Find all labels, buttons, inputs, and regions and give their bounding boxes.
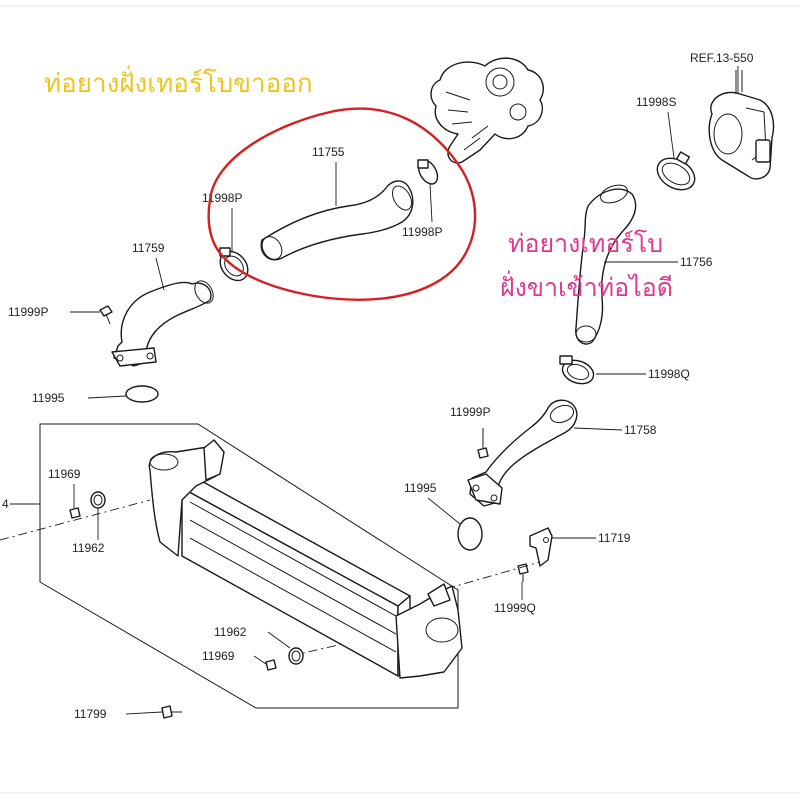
label-11969-top: 11969: [48, 467, 81, 481]
label-11756: 11756: [680, 255, 713, 269]
inlet-hose-note-line2: ฝั่งขาเข้าท่อไอดี: [500, 270, 673, 302]
label-11998q: 11998Q: [648, 367, 690, 381]
intercooler-assembly-box: [39, 423, 459, 709]
turbocharger: [430, 57, 544, 164]
bushing-11962-bottom: [288, 647, 304, 665]
bolt-11969-top: [69, 507, 81, 519]
gasket-11995-left: [125, 385, 159, 403]
label-11969-bottom: 11969: [202, 649, 235, 663]
label-11719: 11719: [598, 531, 631, 545]
label-edge: 4: [2, 497, 9, 511]
label-11755: 11755: [312, 145, 345, 159]
inlet-hose-11756: [575, 184, 637, 345]
hose-clamp-11998p-right: [417, 159, 439, 185]
axis-line-top: [0, 499, 151, 541]
bolt-11999p-left: [99, 305, 113, 325]
bolt-11799: [161, 705, 182, 719]
gasket-11995-right: [457, 517, 483, 551]
label-11998s: 11998S: [636, 95, 676, 109]
bolt-11969-bottom: [265, 659, 277, 671]
label-11998p-left: 11998P: [202, 191, 242, 205]
label-11998p-right: 11998P: [402, 225, 442, 239]
hose-clamp-11998s: [656, 151, 696, 191]
outlet-hose-note: ท่อยางฝั่งเทอร์โบขาออก: [44, 65, 313, 99]
intercooler-pipe-11759: [111, 280, 214, 367]
highlight-circle: [207, 107, 477, 301]
intercooler-pipe-11758: [467, 399, 578, 507]
inlet-hose-note-line1: ท่อยางเทอร์โบ: [508, 229, 663, 258]
label-11759: 11759: [132, 241, 165, 255]
label-11799: 11799: [74, 707, 107, 721]
hose-clamp-11998q: [559, 355, 595, 385]
label-11999p-left: 11999P: [8, 305, 48, 319]
label-11995-right: 11995: [404, 481, 437, 495]
label-11999p-right: 11999P: [450, 405, 490, 419]
throttle-body: [708, 70, 775, 180]
ref-label: REF.13-550: [690, 51, 754, 65]
label-11962-top: 11962: [72, 541, 105, 555]
intercooler-core: [148, 439, 463, 679]
label-11999q: 11999Q: [494, 601, 536, 615]
bracket-11719: [529, 527, 553, 567]
label-11758: 11758: [624, 423, 657, 437]
bolt-11999p-right: [477, 428, 489, 459]
label-11995-left: 11995: [32, 391, 65, 405]
outlet-hose-11755: [260, 180, 414, 261]
bushing-11962-top: [90, 491, 106, 509]
label-11962-bottom: 11962: [214, 625, 247, 639]
